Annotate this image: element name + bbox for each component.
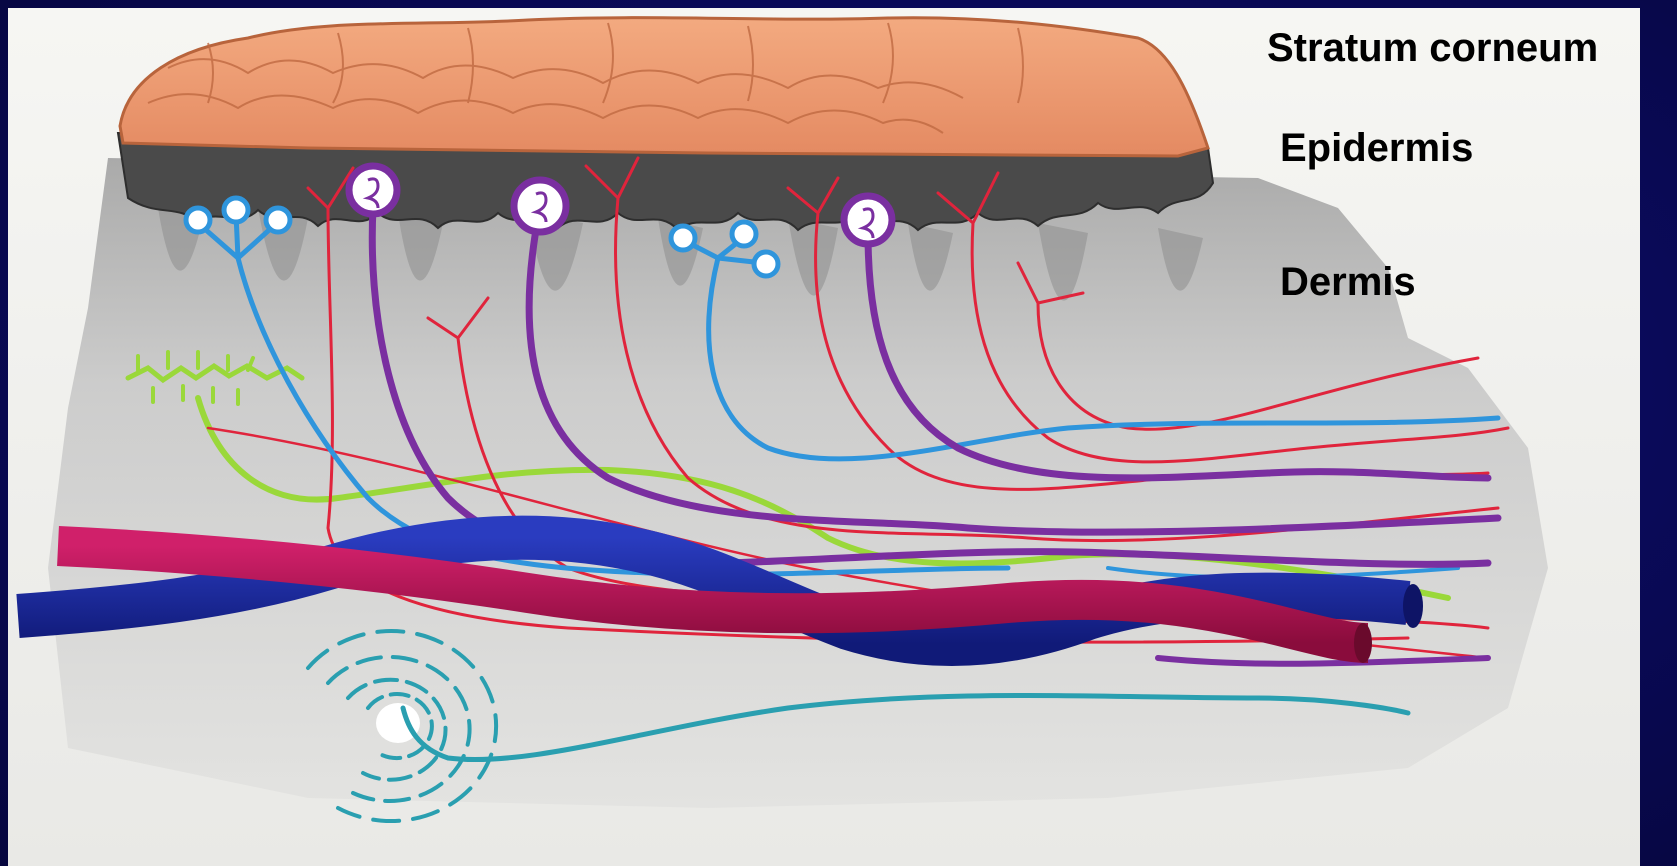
label-stratum-corneum: Stratum corneum bbox=[1267, 28, 1598, 68]
stratum-corneum-layer bbox=[120, 18, 1208, 156]
label-dermis: Dermis bbox=[1280, 262, 1416, 302]
vein-end bbox=[1403, 584, 1423, 628]
artery-end bbox=[1354, 623, 1372, 663]
label-epidermis: Epidermis bbox=[1280, 128, 1473, 168]
